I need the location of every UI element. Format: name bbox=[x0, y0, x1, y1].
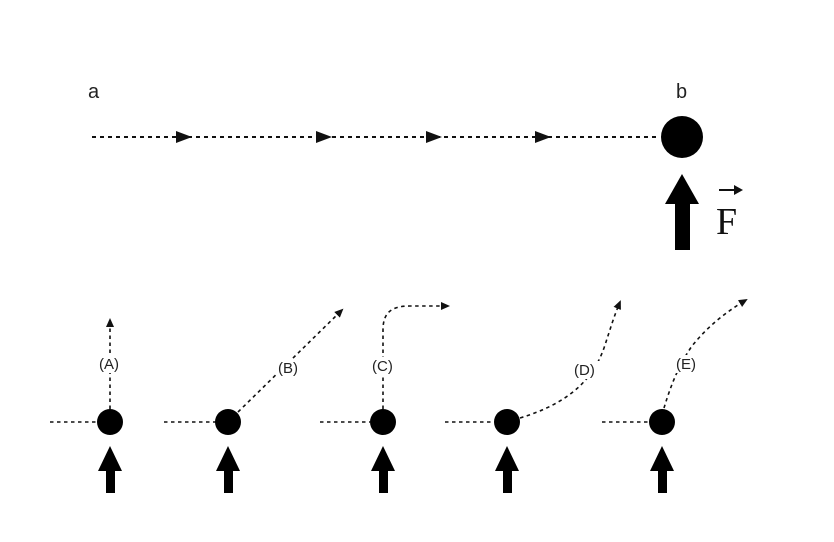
option-e-particle bbox=[649, 409, 675, 435]
trajectory-a-to-b bbox=[92, 131, 660, 143]
option-b-force-arrow bbox=[216, 446, 240, 493]
direction-arrow-2 bbox=[316, 131, 332, 143]
direction-arrow-3 bbox=[426, 131, 442, 143]
option-b-label: (B) bbox=[278, 360, 298, 377]
label-a: a bbox=[88, 81, 100, 103]
svg-text:F: F bbox=[716, 201, 737, 243]
option-c-force-arrow bbox=[371, 446, 395, 493]
direction-arrow-1 bbox=[176, 131, 192, 143]
option-b-particle bbox=[215, 409, 241, 435]
force-label: F bbox=[716, 185, 743, 243]
option-a-label: (A) bbox=[99, 356, 119, 373]
force-arrow bbox=[665, 174, 699, 250]
option-c: (C) bbox=[320, 302, 450, 493]
direction-arrow-4 bbox=[535, 131, 551, 143]
option-e: (E) bbox=[602, 298, 748, 493]
option-e-force-arrow bbox=[650, 446, 674, 493]
option-d-force-arrow bbox=[495, 446, 519, 493]
option-a-force-arrow bbox=[98, 446, 122, 493]
option-c-label: (C) bbox=[372, 358, 393, 375]
label-b: b bbox=[676, 81, 687, 103]
option-d-particle bbox=[494, 409, 520, 435]
option-a: (A) bbox=[50, 318, 123, 493]
option-d-label: (D) bbox=[574, 362, 595, 379]
option-e-label: (E) bbox=[676, 356, 696, 373]
option-d: (D) bbox=[445, 300, 621, 493]
option-a-particle bbox=[97, 409, 123, 435]
option-b: (B) bbox=[164, 308, 344, 493]
particle-b bbox=[661, 116, 703, 158]
option-c-particle bbox=[370, 409, 396, 435]
